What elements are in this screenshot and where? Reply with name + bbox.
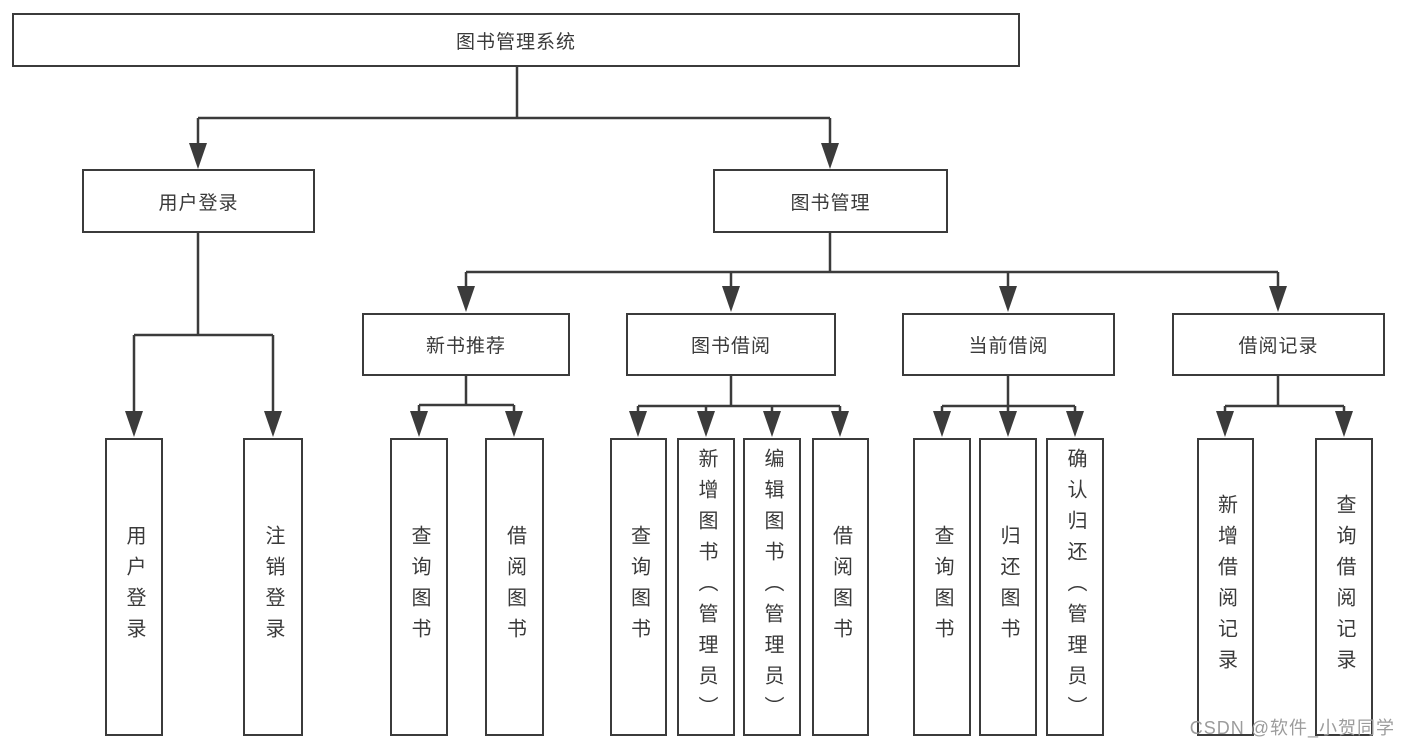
node-current-borrow: 当前借阅: [902, 313, 1115, 376]
leaf-user-login: 用户登录: [105, 438, 163, 736]
arrowhead-down-icon: [999, 411, 1017, 437]
leaf-query-books-current: 查询图书: [913, 438, 971, 736]
arrowhead-down-icon: [1066, 411, 1084, 437]
leaf-query-books-borrow: 查询图书: [610, 438, 667, 736]
arrowhead-down-icon: [1335, 411, 1353, 437]
leaf-query-books-recommend: 查询图书: [390, 438, 448, 736]
leaf-edit-books-admin: 编辑图书（管理员）: [743, 438, 801, 736]
leaf-confirm-return-admin: 确认归还（管理员）: [1046, 438, 1104, 736]
node-borrow-records: 借阅记录: [1172, 313, 1385, 376]
arrowhead-down-icon: [189, 143, 207, 169]
arrowhead-down-icon: [821, 143, 839, 169]
leaf-borrow-books-recommend: 借阅图书: [485, 438, 544, 736]
node-user-login: 用户登录: [82, 169, 315, 233]
arrowhead-down-icon: [1269, 286, 1287, 312]
arrowhead-down-icon: [933, 411, 951, 437]
arrowhead-down-icon: [697, 411, 715, 437]
csdn-watermark: CSDN @软件_小贺同学: [1189, 718, 1395, 738]
arrowhead-down-icon: [457, 286, 475, 312]
node-new-book-recommend: 新书推荐: [362, 313, 570, 376]
node-book-management: 图书管理: [713, 169, 948, 233]
arrowhead-down-icon: [505, 411, 523, 437]
leaf-add-books-admin: 新增图书（管理员）: [677, 438, 735, 736]
node-book-borrow: 图书借阅: [626, 313, 836, 376]
arrowhead-down-icon: [264, 411, 282, 437]
arrowhead-down-icon: [763, 411, 781, 437]
arrowhead-down-icon: [410, 411, 428, 437]
arrowhead-down-icon: [999, 286, 1017, 312]
arrowhead-down-icon: [125, 411, 143, 437]
arrowhead-down-icon: [722, 286, 740, 312]
leaf-add-borrow-record: 新增借阅记录: [1197, 438, 1254, 736]
leaf-borrow-books: 借阅图书: [812, 438, 869, 736]
leaf-query-borrow-record: 查询借阅记录: [1315, 438, 1373, 736]
arrowhead-down-icon: [831, 411, 849, 437]
node-library-system: 图书管理系统: [12, 13, 1020, 67]
arrowhead-down-icon: [1216, 411, 1234, 437]
leaf-return-books: 归还图书: [979, 438, 1037, 736]
leaf-logout: 注销登录: [243, 438, 303, 736]
arrowhead-down-icon: [629, 411, 647, 437]
